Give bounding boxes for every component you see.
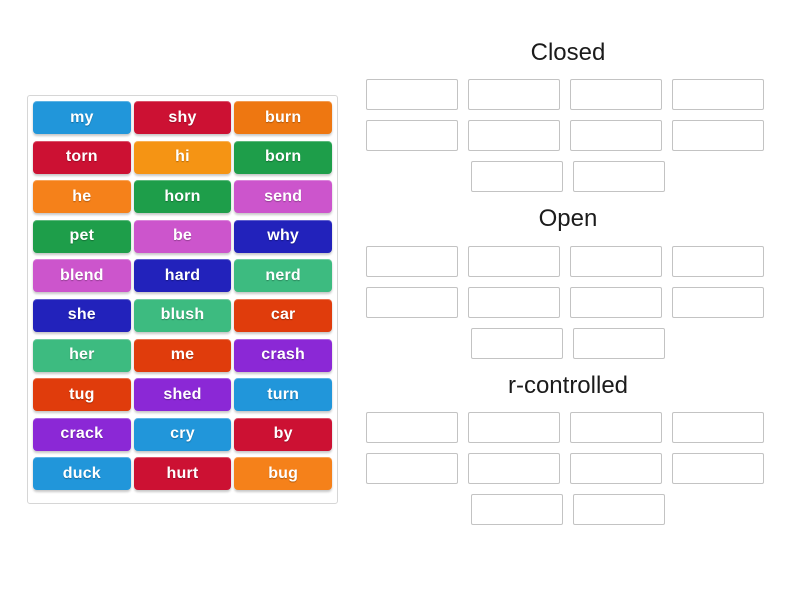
word-tile[interactable]: blend [33,259,131,293]
category-section: r-controlled [366,371,770,526]
word-tile[interactable]: torn [33,140,131,174]
drop-slot[interactable] [672,453,764,485]
word-tile[interactable]: my [33,101,131,134]
slot-row [366,79,770,111]
word-tile[interactable]: shed [133,378,232,412]
drop-slot[interactable] [366,245,458,277]
drop-slot[interactable] [573,161,665,193]
drop-slot[interactable] [366,286,458,318]
word-tile[interactable]: cry [133,417,232,451]
drop-slot[interactable] [672,120,764,152]
word-tile[interactable]: me [133,338,232,372]
drop-slot[interactable] [366,453,458,485]
drop-slot[interactable] [468,245,560,277]
drop-slot[interactable] [468,79,560,111]
drop-slot[interactable] [468,412,560,444]
word-tile[interactable]: pet [33,219,131,253]
slot-row [366,327,770,359]
slot-row [366,494,770,526]
word-tile[interactable]: send [234,180,332,214]
drop-slot[interactable] [570,412,662,444]
drop-slot[interactable] [573,494,665,526]
word-tile[interactable]: blush [133,298,232,332]
drop-slot[interactable] [471,327,563,359]
drop-slot[interactable] [672,79,764,111]
word-tile[interactable]: shy [133,101,232,134]
category-title: Open [538,205,598,233]
word-tile[interactable]: burn [234,101,332,134]
word-tile[interactable]: he [33,180,131,214]
word-tile[interactable]: tug [33,378,131,412]
word-tile[interactable]: hard [133,259,232,293]
drop-slot[interactable] [570,120,662,152]
drop-slot[interactable] [672,286,764,318]
drop-slot[interactable] [672,412,764,444]
category-section: Open [366,205,770,359]
word-tile[interactable]: her [33,338,131,372]
word-tile[interactable]: nerd [234,259,332,293]
drop-slot[interactable] [672,245,764,277]
drop-slot[interactable] [366,120,458,152]
drop-slot[interactable] [570,79,662,111]
drop-slot[interactable] [573,327,665,359]
drop-slot[interactable] [570,245,662,277]
word-tile[interactable]: by [234,417,332,451]
slot-row [366,412,770,444]
word-tile[interactable]: crack [33,417,131,451]
word-tile[interactable]: horn [133,180,232,214]
category-title: r-controlled [507,371,629,399]
word-tile[interactable]: why [234,219,332,253]
slot-row [366,453,770,485]
drop-slot[interactable] [471,494,563,526]
drop-slot[interactable] [366,79,458,111]
slot-row [366,245,770,277]
word-tile[interactable]: born [234,140,332,174]
slot-row [366,161,770,193]
word-tile[interactable]: turn [234,378,332,412]
drop-slot[interactable] [468,453,560,485]
drop-slot[interactable] [570,286,662,318]
word-tile[interactable]: bug [234,457,332,491]
drop-slot[interactable] [468,286,560,318]
slot-row [366,286,770,318]
word-tile[interactable]: she [33,298,131,332]
word-tile[interactable]: crash [234,338,332,372]
drop-slot[interactable] [468,120,560,152]
word-tile[interactable]: car [234,298,332,332]
drop-slot[interactable] [471,161,563,193]
category-section: Closed [366,39,770,193]
drop-slot[interactable] [570,453,662,485]
word-tile[interactable]: be [133,219,232,253]
word-tile[interactable]: duck [33,457,131,491]
word-tile[interactable]: hurt [133,457,232,491]
category-title: Closed [530,39,606,66]
drop-slot[interactable] [366,412,458,444]
slot-row [366,120,770,152]
word-tile[interactable]: hi [133,140,232,174]
